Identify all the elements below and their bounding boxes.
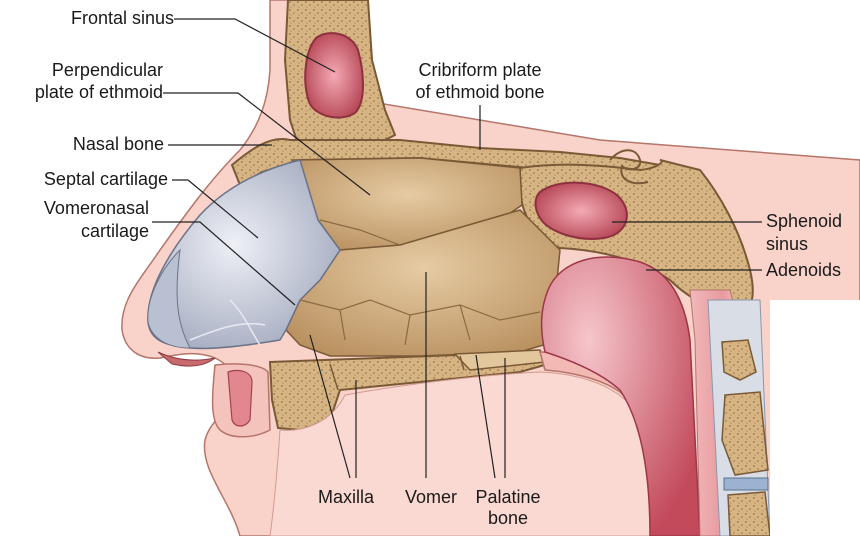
vertebral-disc bbox=[724, 478, 768, 490]
label-septal-cartilage: Septal cartilage bbox=[4, 169, 168, 190]
label-palatine-line2: bone bbox=[462, 508, 554, 529]
label-cribriform-line2: of ethmoid bone bbox=[392, 82, 568, 103]
label-maxilla: Maxilla bbox=[318, 487, 398, 508]
vertebra-bottom bbox=[728, 492, 770, 536]
label-perpendicular-plate-line1: Perpendicular bbox=[8, 60, 163, 81]
frontal-sinus-cavity bbox=[305, 33, 363, 117]
incisor-root bbox=[228, 370, 252, 426]
label-perpendicular-plate-line2: plate of ethmoid bbox=[8, 82, 163, 103]
label-sphenoid-line2: sinus bbox=[766, 234, 856, 255]
label-adenoids: Adenoids bbox=[766, 260, 856, 281]
label-vomeronasal-line1: Vomeronasal bbox=[4, 198, 149, 219]
label-vomeronasal-line2: cartilage bbox=[4, 221, 149, 242]
label-vomer: Vomer bbox=[405, 487, 469, 508]
label-cribriform-line1: Cribriform plate bbox=[392, 60, 568, 81]
label-palatine-line1: Palatine bbox=[462, 487, 554, 508]
label-frontal-sinus: Frontal sinus bbox=[24, 8, 174, 29]
posterior-soft-tissue bbox=[770, 300, 860, 536]
label-sphenoid-line1: Sphenoid bbox=[766, 211, 856, 232]
label-nasal-bone: Nasal bone bbox=[24, 134, 164, 155]
